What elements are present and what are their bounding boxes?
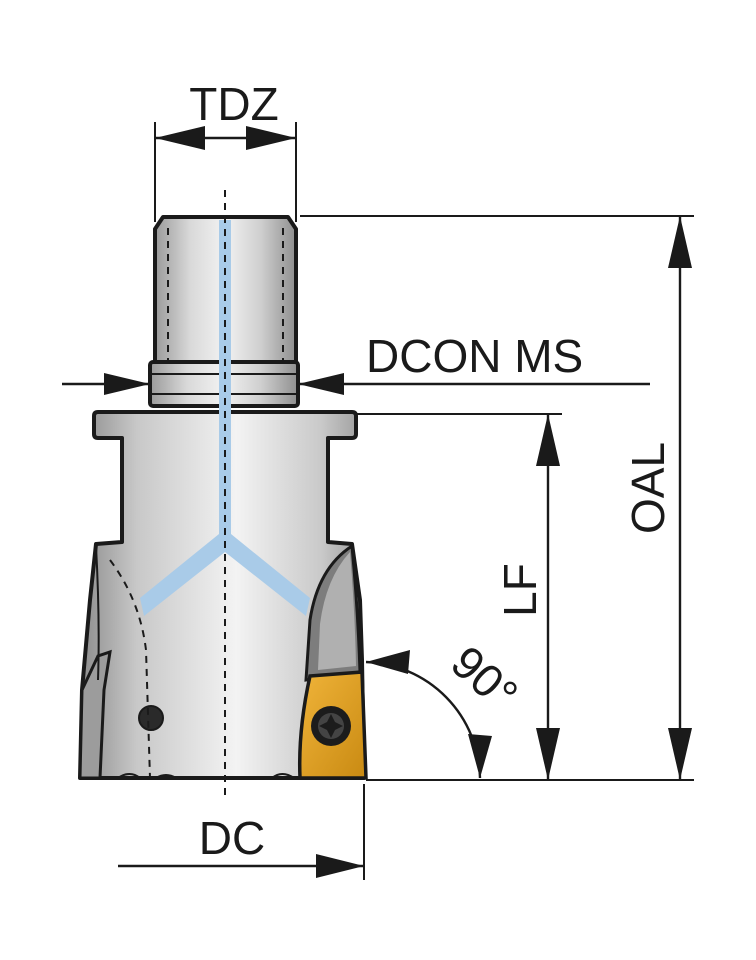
oal-label: OAL [622,442,674,534]
torx-screw-icon [311,706,351,746]
dc-label: DC [199,812,265,864]
coolant-hole [138,705,164,731]
dim-angle: 90° [365,636,528,779]
tool-body [78,215,368,780]
dim-dc: DC [118,784,365,880]
coolant-channels [140,220,310,616]
bottom-edge [117,773,141,779]
chip-pocket-shade [318,552,356,670]
lf-label: LF [494,563,546,617]
dim-oal: OAL [300,215,694,780]
dcon-label: DCON MS [366,330,583,382]
dim-tdz: TDZ [154,78,297,222]
bottom-edge [155,774,177,779]
dim-lf: LF [356,413,562,780]
bottom-edge [271,773,295,779]
tdz-label: TDZ [189,78,278,130]
dim-dcon: DCON MS [62,330,650,395]
hidden-lines [109,190,284,800]
flute-edge [95,545,100,681]
